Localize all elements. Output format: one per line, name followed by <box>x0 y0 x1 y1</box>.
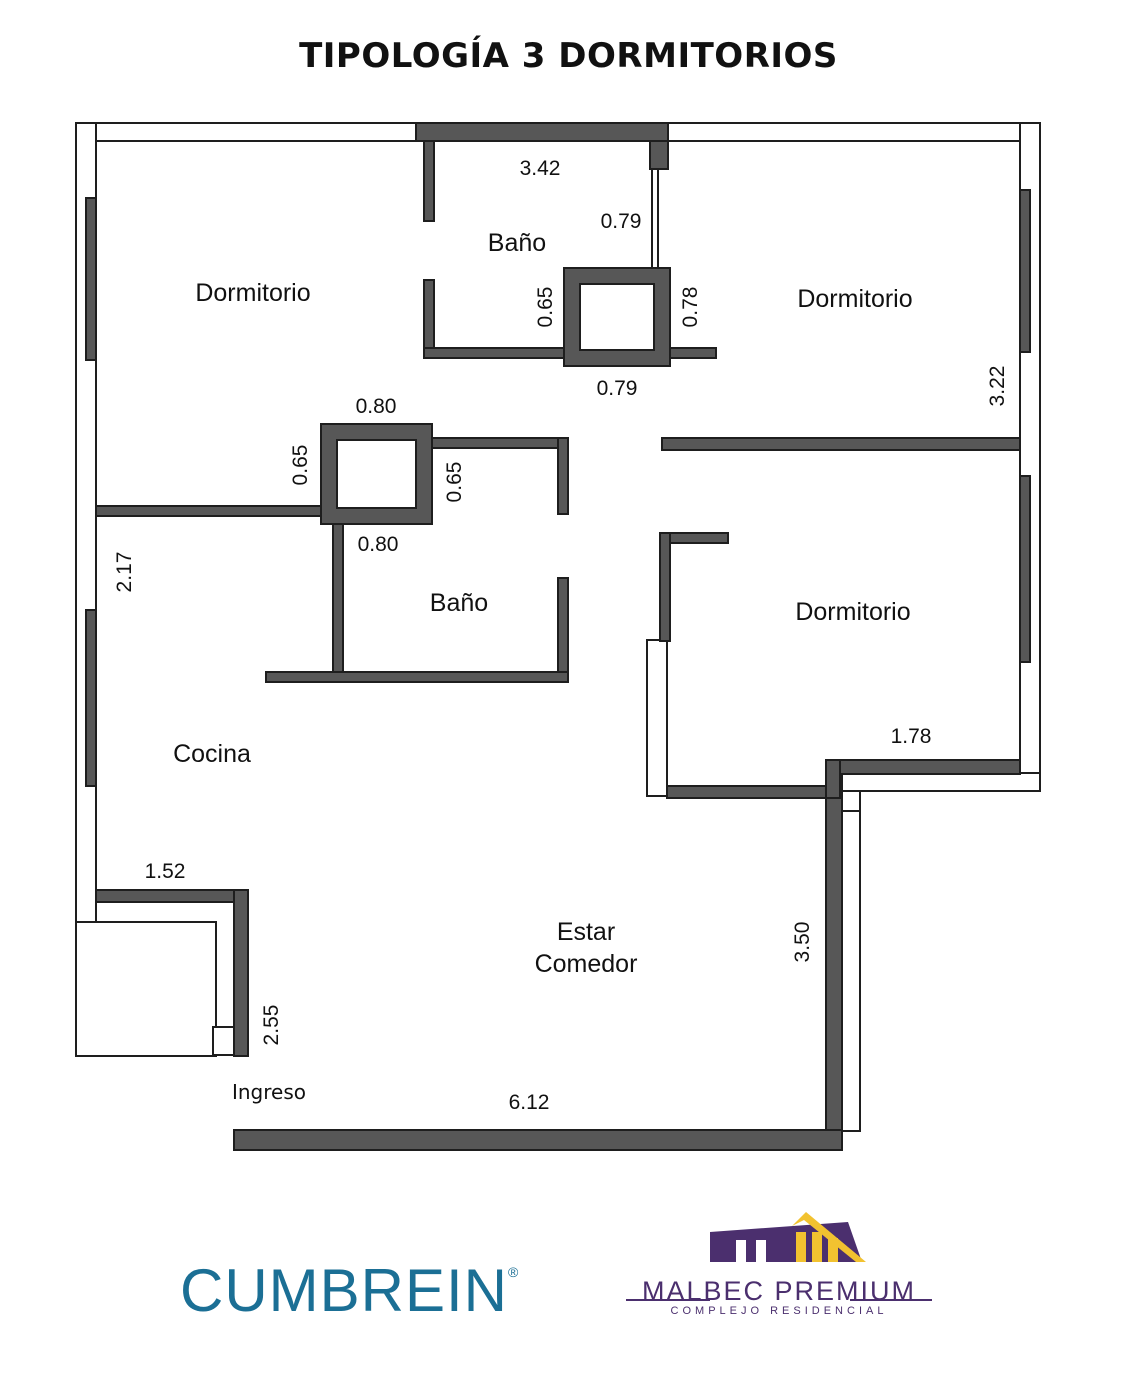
malbec-logo-name: MALBEC PREMIUM <box>641 1276 917 1306</box>
cumbrein-logo-text: CUMBREIN <box>180 1257 509 1324</box>
plan-title: TIPOLOGÍA 3 DORMITORIOS <box>299 36 838 76</box>
dimension-labels: 3.42 0.79 0.65 0.78 0.79 0.80 0.65 0.65 … <box>113 157 1009 1114</box>
room-label-cocina: Cocina <box>173 740 251 768</box>
registered-mark-icon: ® <box>508 1264 520 1280</box>
dim-dorm2-height: 3.22 <box>986 366 1009 407</box>
dim-shaft1-right: 0.78 <box>679 287 702 328</box>
room-label-ingreso: Ingreso <box>232 1080 306 1104</box>
room-labels: Dormitorio Dormitorio Dormitorio Baño Ba… <box>173 229 913 1104</box>
dim-shaft1-top: 0.79 <box>601 210 642 233</box>
dim-shaft1-left: 0.65 <box>534 287 557 328</box>
cumbrein-logo: CUMBREIN® <box>180 1256 519 1325</box>
dim-ingreso-width: 1.52 <box>145 860 186 883</box>
dim-cocina-height: 2.17 <box>113 552 136 593</box>
dim-shaft2-bottom: 0.80 <box>358 533 399 556</box>
room-label-bano-1: Baño <box>488 229 546 257</box>
dim-ingreso-height: 2.55 <box>260 1005 283 1046</box>
dim-shaft1-bottom: 0.79 <box>597 377 638 400</box>
malbec-roof-logo <box>626 1212 932 1301</box>
dim-estar-height: 3.50 <box>791 922 814 963</box>
detail-lines <box>75 169 861 1057</box>
dim-bano-top: 3.42 <box>520 157 561 180</box>
dim-dorm3-width: 1.78 <box>891 725 932 748</box>
room-label-dormitorio-3: Dormitorio <box>795 598 910 626</box>
malbec-logo-subtitle: COMPLEJO RESIDENCIAL <box>670 1305 888 1317</box>
room-label-estar: Estar <box>557 918 615 946</box>
dim-shaft2-left: 0.65 <box>289 445 312 486</box>
dim-shaft2-top: 0.80 <box>356 395 397 418</box>
room-label-comedor: Comedor <box>535 950 638 978</box>
dim-estar-width: 6.12 <box>509 1091 550 1114</box>
room-label-dormitorio-1: Dormitorio <box>195 279 310 307</box>
room-label-bano-2: Baño <box>430 589 488 617</box>
dim-shaft2-right: 0.65 <box>443 462 466 503</box>
interior-walls <box>85 122 1031 1151</box>
room-label-dormitorio-2: Dormitorio <box>797 285 912 313</box>
